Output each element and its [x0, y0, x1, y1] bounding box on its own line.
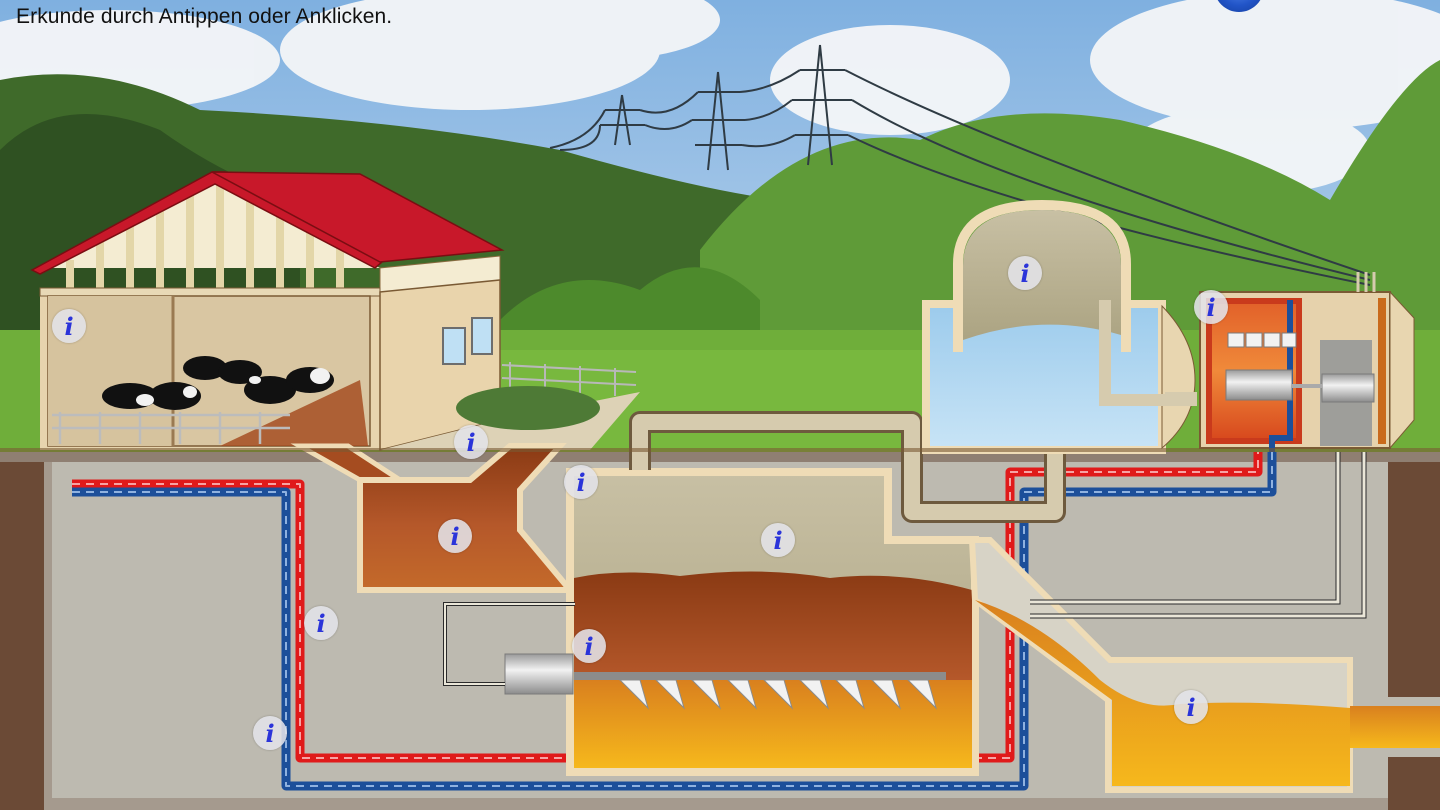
- info-hotspot-chp-unit[interactable]: i: [1194, 290, 1228, 324]
- info-hotspot-agitator[interactable]: i: [572, 629, 606, 663]
- info-icon: i: [1020, 258, 1030, 288]
- info-icon: i: [584, 631, 594, 661]
- info-hotspot-heating-supply[interactable]: i: [304, 606, 338, 640]
- info-icon: i: [450, 521, 460, 551]
- info-hotspot-gas-space[interactable]: i: [761, 523, 795, 557]
- chp-unit: [1199, 272, 1415, 452]
- info-icon: i: [773, 525, 783, 555]
- info-hotspot-gas-storage[interactable]: i: [1008, 256, 1042, 290]
- instruction-text: Erkunde durch Antippen oder Anklicken.: [16, 5, 393, 28]
- info-icon: i: [1186, 692, 1196, 722]
- info-hotspot-heating-return[interactable]: i: [253, 716, 287, 750]
- info-icon: i: [466, 427, 476, 457]
- info-hotspot-digester-inlet[interactable]: i: [564, 465, 598, 499]
- info-icon: i: [64, 311, 74, 341]
- info-hotspot-stall[interactable]: i: [52, 309, 86, 343]
- info-hotspot-pre-pit[interactable]: i: [438, 519, 472, 553]
- info-icon: i: [1206, 292, 1216, 322]
- info-icon: i: [316, 608, 326, 638]
- barn: [30, 171, 505, 451]
- info-icon: i: [265, 718, 275, 748]
- digester: [443, 468, 979, 776]
- info-hotspot-feed-storage[interactable]: i: [454, 425, 488, 459]
- info-icon: i: [576, 467, 586, 497]
- info-hotspot-digestate-storage[interactable]: i: [1174, 690, 1208, 724]
